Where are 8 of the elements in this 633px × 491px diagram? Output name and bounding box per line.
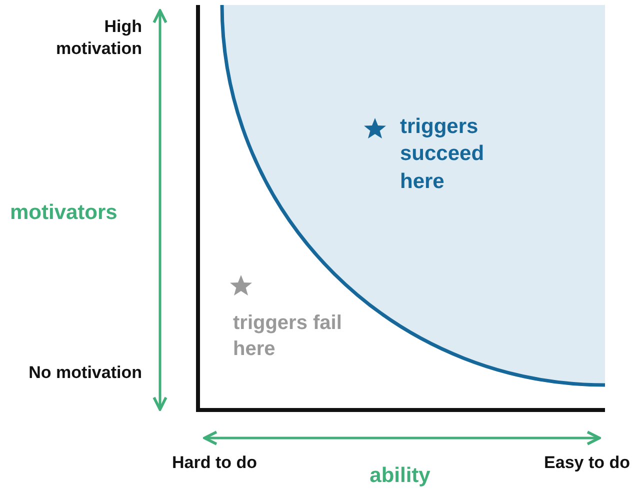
axis-label: High motivation — [55, 16, 142, 60]
axis-label: Hard to do — [172, 452, 258, 474]
axis-title: ability — [368, 463, 432, 489]
axis-title: motivators — [10, 200, 118, 226]
region-label: triggers succeed here — [400, 114, 486, 195]
axis-label: Easy to do — [543, 452, 630, 474]
axis-label: No motivation — [28, 362, 142, 384]
region-label: triggers fail here — [233, 311, 343, 362]
